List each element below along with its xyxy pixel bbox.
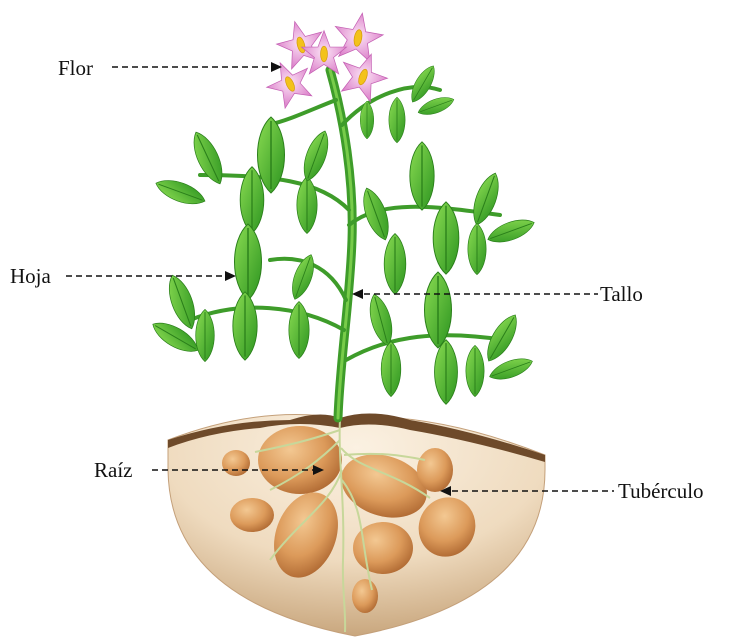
stem-label: Tallo: [600, 284, 643, 305]
leaf-label: Hoja: [10, 266, 51, 287]
root-label: Raíz: [94, 460, 132, 481]
flower-label: Flor: [58, 58, 93, 79]
tuber: [417, 448, 453, 492]
tuber: [258, 426, 342, 494]
tuber: [222, 450, 250, 476]
flowers: [260, 9, 394, 112]
tuber: [230, 498, 274, 532]
tuber-label: Tubérculo: [618, 481, 704, 502]
leaf-arrowhead: [225, 271, 236, 281]
tuber: [352, 579, 378, 613]
stem-arrowhead: [352, 289, 363, 299]
stem: [330, 70, 352, 418]
